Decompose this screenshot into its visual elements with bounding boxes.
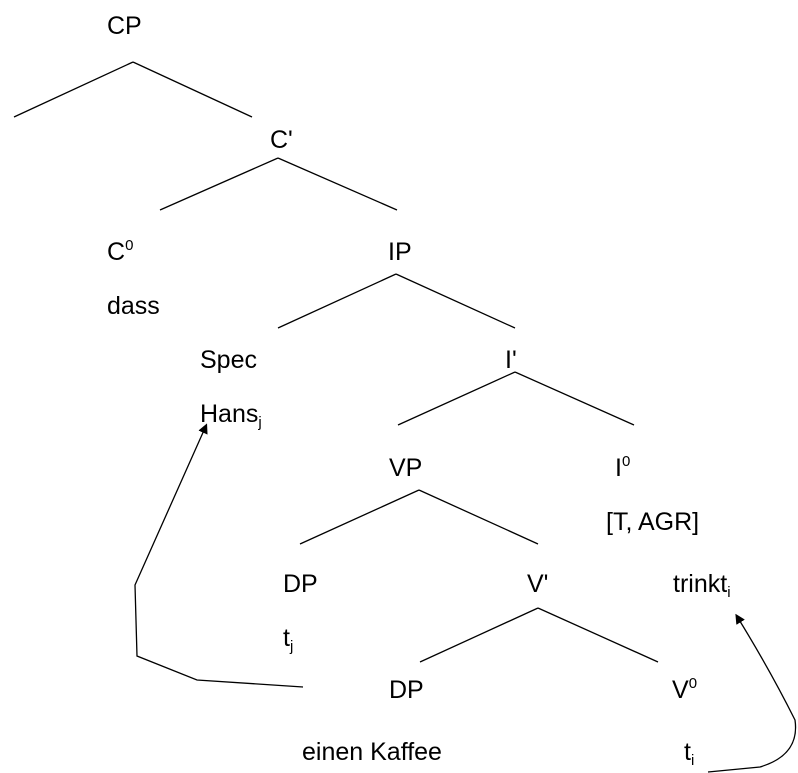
movement-arrow-subject: [134, 423, 304, 688]
movement-arrow-verb: [707, 613, 797, 773]
branch-vp-right: [418, 489, 539, 545]
node-i0-superscript: 0: [621, 453, 631, 470]
branch-vbar-left: [419, 607, 539, 663]
trace-t-j-label: t: [283, 624, 290, 652]
node-v0-superscript: 0: [688, 675, 698, 692]
branch-vp-left: [299, 489, 420, 545]
node-v-bar: V': [527, 570, 549, 598]
node-v0-label: V: [672, 676, 689, 704]
features-t-agr: [T, AGR]: [606, 508, 700, 536]
branch-cp-right: [132, 61, 253, 118]
trace-t-i-index: i: [690, 752, 695, 769]
node-c-bar: C': [270, 126, 293, 154]
node-c0-superscript: 0: [125, 237, 134, 254]
node-spec: Spec: [200, 346, 257, 374]
branch-cp-left: [13, 61, 134, 118]
word-trinkt: trinkti: [673, 570, 731, 601]
word-dass: dass: [107, 292, 160, 320]
branch-ip-right: [395, 273, 516, 329]
word-trinkt-index: i: [727, 584, 731, 601]
node-i0-label: I: [615, 454, 622, 482]
branch-vbar-right: [537, 607, 659, 663]
node-c0: C0: [107, 238, 133, 266]
node-i-bar: I': [505, 346, 517, 374]
trace-t-i-label: t: [684, 738, 691, 766]
node-dp-lower: DP: [389, 676, 424, 704]
node-i0: I0: [615, 454, 630, 482]
word-hans-index: j: [258, 414, 262, 431]
phrase-einen-kaffee: einen Kaffee: [302, 738, 442, 766]
trace-t-j-index: j: [289, 638, 294, 655]
branch-cbar-right: [277, 157, 398, 211]
branch-ibar-right: [514, 371, 635, 426]
word-hans-label: Hans: [200, 400, 259, 428]
node-cp: CP: [107, 12, 142, 40]
branch-ibar-left: [397, 371, 516, 426]
node-c0-label: C: [107, 238, 126, 266]
node-vp: VP: [389, 454, 423, 482]
node-v0: V0: [672, 676, 697, 704]
word-trinkt-label: trinkt: [673, 570, 728, 598]
node-ip: IP: [388, 238, 412, 266]
branch-ip-left: [277, 273, 397, 329]
word-hans: Hansj: [200, 400, 262, 431]
node-dp-upper: DP: [283, 570, 318, 598]
trace-t-j: tj: [283, 624, 294, 655]
trace-t-i: ti: [684, 738, 695, 769]
branch-cbar-left: [159, 157, 279, 211]
